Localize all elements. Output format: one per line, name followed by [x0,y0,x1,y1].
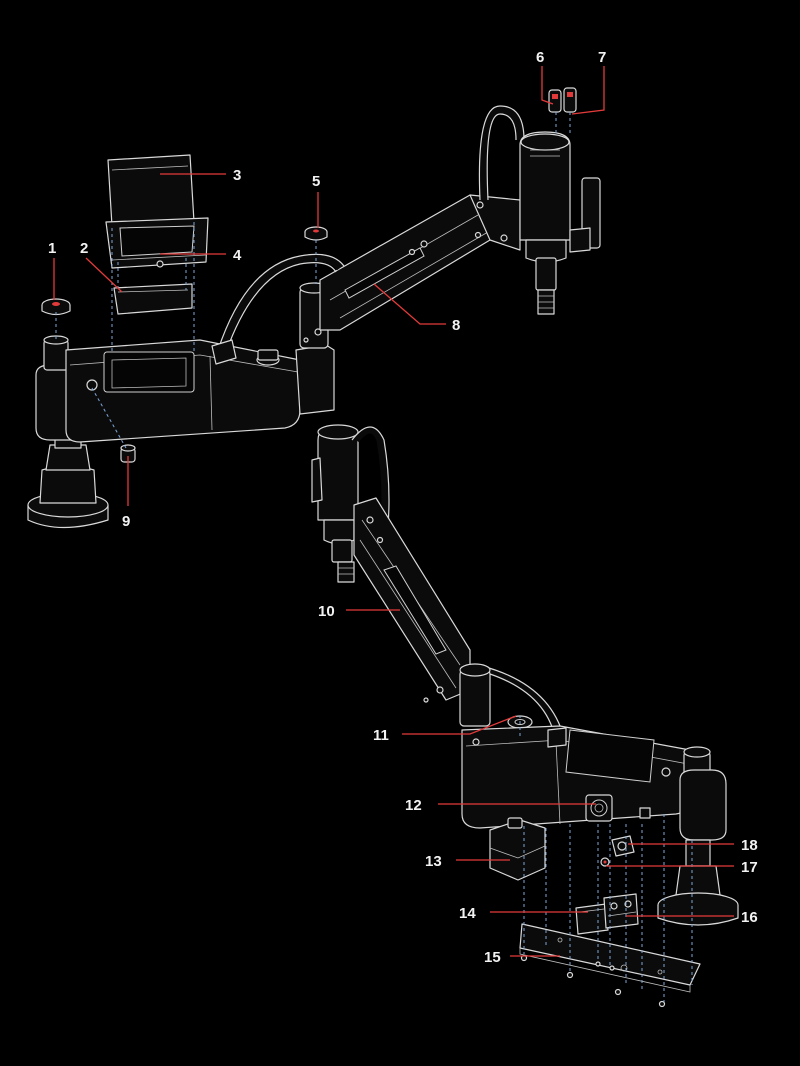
callout-10: 10 [318,603,335,620]
leader-2 [85,257,123,293]
callout-15: 15 [484,949,501,966]
control-lid [107,154,195,227]
component-17 [600,857,610,867]
upper-base-body [65,339,335,443]
callout-4: 4 [233,247,242,264]
leader-7 [571,66,605,115]
screw-9 [120,444,136,463]
callout-1: 1 [48,240,56,257]
callout-16: 16 [741,909,758,926]
display-panel [113,283,193,315]
switch-6 [548,89,562,113]
component-14 [575,903,609,935]
upper-motor-head [519,131,601,315]
lower-column [459,663,491,727]
lower-arm [353,497,471,703]
leader-6 [541,66,554,105]
callout-17: 17 [741,859,758,876]
lower-explode-guides [519,716,693,1002]
callout-11: 11 [373,727,389,744]
cap-5 [304,226,328,241]
upper-explode-guides [55,112,571,449]
callout-2: 2 [80,240,88,257]
leader-11 [402,715,517,735]
component-16 [603,893,639,929]
module-13 [489,817,546,881]
lower-base-body [461,725,691,829]
callout-14: 14 [459,905,476,922]
leader-8 [373,283,446,325]
callout-18: 18 [741,837,758,854]
callout-8: 8 [452,317,460,334]
lower-motor-head [311,424,359,583]
callout-7: 7 [598,49,606,66]
callout-leaders [53,66,734,957]
switch-7 [563,87,577,113]
cap-1 [41,298,71,316]
callout-6: 6 [536,49,544,66]
callout-labels: 1 2 3 4 5 6 7 8 9 10 11 12 13 14 15 16 1… [48,49,758,966]
component-18 [611,835,635,857]
lid-frame [105,217,209,269]
callout-5: 5 [312,173,320,190]
callout-9: 9 [122,513,130,530]
upper-hose [211,105,525,365]
bottom-plate-15 [519,923,701,993]
callout-12: 12 [405,797,422,814]
upper-arm [299,194,521,349]
upper-assembly [27,87,601,529]
callout-13: 13 [425,853,442,870]
bottom-screws [520,954,666,1008]
lower-assembly [311,424,739,1008]
callout-3: 3 [233,167,241,184]
